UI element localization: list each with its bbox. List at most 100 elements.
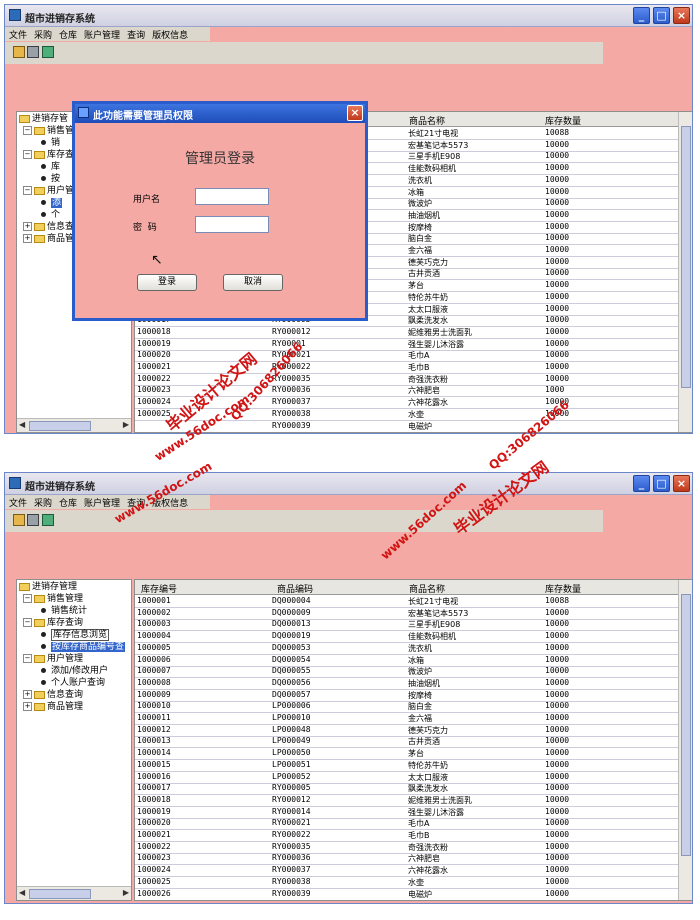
- open-folder-icon[interactable]: [13, 514, 25, 526]
- dialog-title-bar[interactable]: 此功能需要管理员权限 ×: [75, 104, 365, 123]
- tree-node[interactable]: 库: [41, 162, 60, 173]
- tree-node[interactable]: 个人账户查询: [41, 678, 105, 689]
- menu-copyright[interactable]: 版权信息: [152, 31, 189, 41]
- collapse-icon[interactable]: −: [23, 186, 32, 195]
- minimize-button[interactable]: _: [633, 475, 650, 492]
- menu-purchase[interactable]: 采购: [34, 31, 53, 41]
- cancel-button[interactable]: 取消: [223, 274, 283, 291]
- menu-file[interactable]: 文件: [9, 499, 28, 509]
- collapse-icon[interactable]: −: [23, 150, 32, 159]
- tree-node[interactable]: 添: [41, 198, 63, 209]
- tree-node[interactable]: −用户管理: [23, 654, 83, 665]
- menu-account[interactable]: 账户管理: [84, 31, 121, 41]
- collapse-icon[interactable]: −: [23, 654, 32, 663]
- col-header-qty[interactable]: 库存数量: [545, 117, 582, 127]
- scroll-left-icon[interactable]: ◀: [19, 888, 26, 897]
- tree-node[interactable]: 进销存管理: [19, 582, 77, 593]
- menu-warehouse[interactable]: 仓库: [59, 31, 78, 41]
- dialog-close-button[interactable]: ×: [347, 105, 363, 121]
- tree-node[interactable]: −库存查: [23, 150, 74, 161]
- menu-query[interactable]: 查询: [127, 31, 146, 41]
- open-folder-icon[interactable]: [13, 46, 25, 58]
- vertical-scrollbar[interactable]: [678, 580, 692, 900]
- tree-node[interactable]: 添加/修改用户: [41, 666, 108, 677]
- expand-icon[interactable]: +: [23, 234, 32, 243]
- menu-copyright[interactable]: 版权信息: [152, 499, 189, 509]
- collapse-icon[interactable]: −: [23, 594, 32, 603]
- col-header-qty[interactable]: 库存数量: [545, 585, 582, 595]
- scroll-right-icon[interactable]: ▶: [122, 888, 129, 897]
- save-icon[interactable]: [27, 514, 39, 526]
- tree-node[interactable]: 库存信息浏览: [41, 629, 110, 641]
- maximize-button[interactable]: □: [653, 7, 670, 24]
- scroll-thumb[interactable]: [29, 889, 91, 899]
- menu-account[interactable]: 账户管理: [84, 499, 121, 509]
- menu-file[interactable]: 文件: [9, 31, 28, 41]
- title-bar[interactable]: 超市进销存系统 _ □ ×: [5, 473, 692, 495]
- menu-query[interactable]: 查询: [127, 499, 146, 509]
- tree-node[interactable]: −库存查询: [23, 618, 83, 629]
- scroll-left-icon[interactable]: ◀: [19, 420, 26, 429]
- col-header-product-code[interactable]: 商品编码: [277, 585, 314, 595]
- tree-node[interactable]: 进销存管: [19, 114, 68, 125]
- horizontal-scrollbar[interactable]: ◀▶: [17, 418, 131, 432]
- scroll-right-icon[interactable]: ▶: [122, 420, 129, 429]
- tree-node[interactable]: −用户管: [23, 186, 74, 197]
- tree-node[interactable]: 按库存商品编号查: [41, 642, 126, 653]
- col-header-name[interactable]: 商品名称: [409, 585, 446, 595]
- menu-purchase[interactable]: 采购: [34, 499, 53, 509]
- close-button[interactable]: ×: [673, 475, 690, 492]
- collapse-icon[interactable]: −: [23, 126, 32, 135]
- tree-node[interactable]: 个: [41, 210, 60, 221]
- scroll-thumb[interactable]: [681, 594, 691, 856]
- expand-icon[interactable]: +: [23, 222, 32, 231]
- tree-node[interactable]: 销: [41, 138, 60, 149]
- tree-node[interactable]: +信息查询: [23, 690, 83, 701]
- scroll-thumb[interactable]: [29, 421, 91, 431]
- expand-icon[interactable]: +: [23, 702, 32, 711]
- password-input[interactable]: [195, 216, 269, 233]
- book-icon[interactable]: [42, 46, 54, 58]
- tree-node[interactable]: +商品管理: [23, 702, 83, 713]
- close-button[interactable]: ×: [673, 7, 690, 24]
- save-icon[interactable]: [27, 46, 39, 58]
- col-header-stock-id[interactable]: 库存编号: [141, 585, 178, 595]
- menu-warehouse[interactable]: 仓库: [59, 499, 78, 509]
- horizontal-scrollbar[interactable]: ◀▶: [17, 886, 131, 900]
